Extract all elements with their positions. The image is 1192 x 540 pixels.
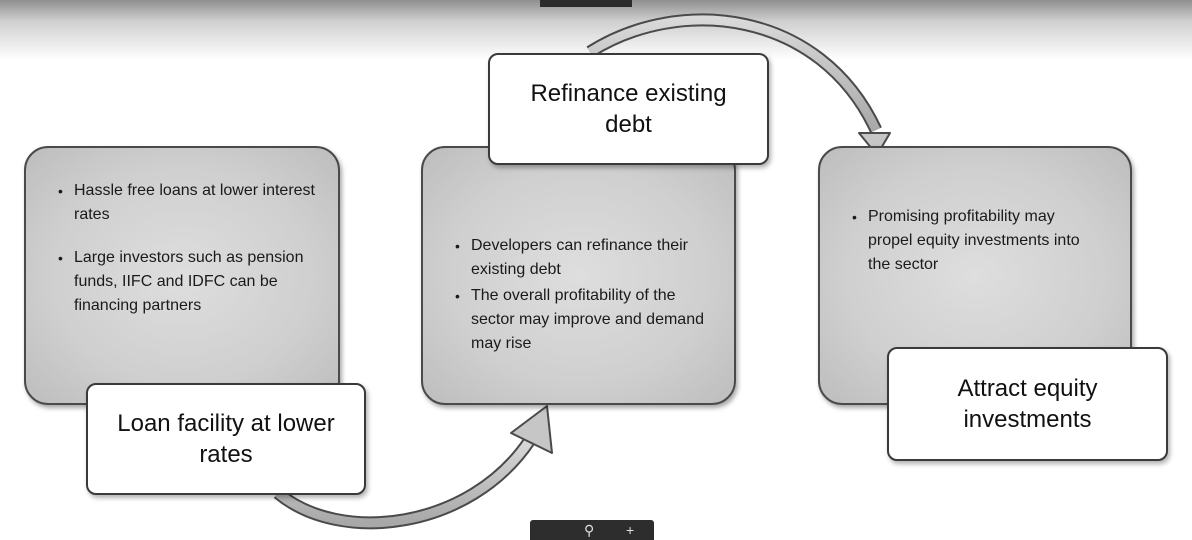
step-3-bullets: Promising profitability may propel equit… bbox=[852, 205, 1102, 277]
step-3-label: Attract equity investments bbox=[887, 347, 1168, 461]
step-2-title: Refinance existing debt bbox=[530, 80, 727, 138]
top-tab bbox=[540, 0, 632, 7]
step-1-bullets: Hassle free loans at lower interest rate… bbox=[58, 179, 322, 318]
step-1-bullet-2: Large investors such as pension funds, I… bbox=[58, 246, 322, 318]
step-2-label: Refinance existing debt bbox=[488, 53, 769, 165]
step-2-bullet-1: Developers can refinance their existing … bbox=[455, 234, 709, 282]
curved-arrow-top bbox=[586, 13, 891, 156]
step-1-label: Loan facility at lower rates bbox=[86, 383, 366, 495]
step-1-bullet-1: Hassle free loans at lower interest rate… bbox=[58, 179, 322, 227]
step-1-title: Loan facility at lower rates bbox=[117, 410, 335, 468]
zoom-icon[interactable]: ⚲ bbox=[584, 522, 595, 538]
step-2-bullets: Developers can refinance their existing … bbox=[455, 234, 709, 356]
viewer-toolbar: ⚲ + bbox=[530, 520, 654, 540]
step-2-bullet-2: The overall profitability of the sector … bbox=[455, 284, 709, 356]
step-3-title: Attract equity investments bbox=[957, 375, 1098, 433]
curved-arrow-bottom bbox=[273, 405, 553, 530]
step-3-bullet-1: Promising profitability may propel equit… bbox=[852, 205, 1102, 277]
plus-icon[interactable]: + bbox=[626, 522, 635, 538]
